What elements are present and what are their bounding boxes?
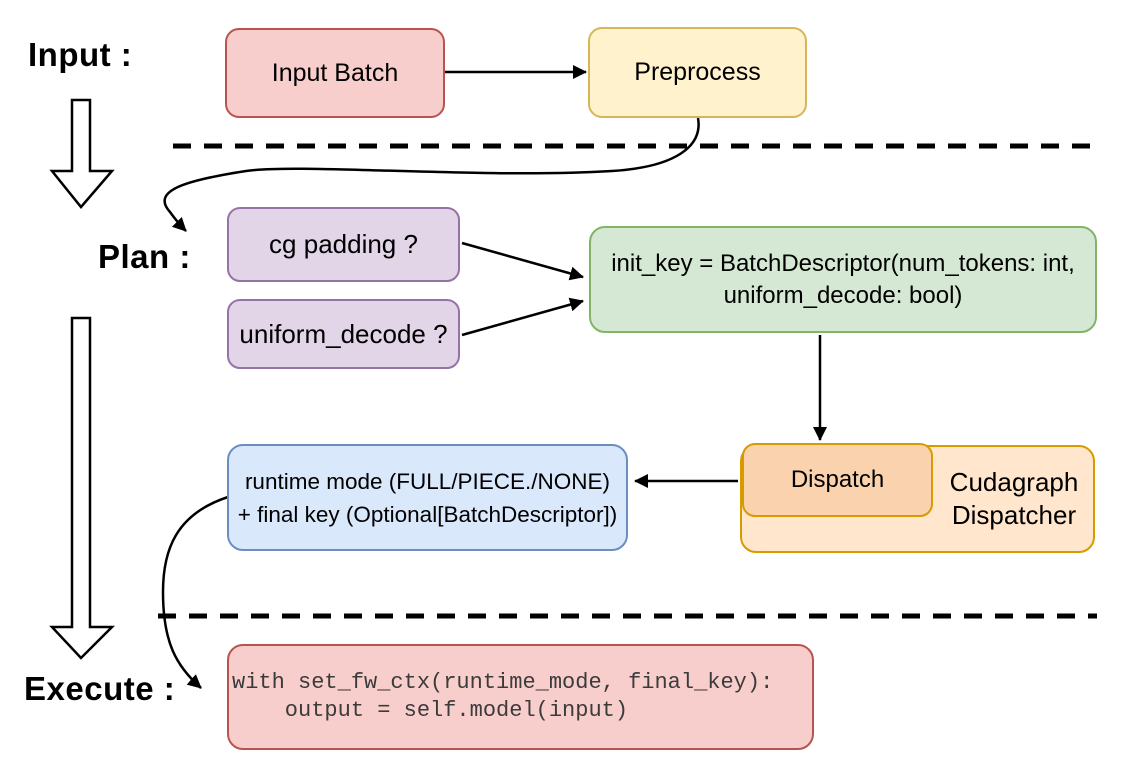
uniform-decode-label: uniform_decode ? [239,318,448,349]
execute-code-node: with set_fw_ctx(runtime_mode, final_key)… [227,644,814,750]
preprocess-node: Preprocess [588,27,807,118]
dispatch-node: Dispatch [742,443,933,517]
cg-padding-node: cg padding ? [227,207,460,282]
input-batch-node: Input Batch [225,28,445,118]
init-key-label-line2: uniform_decode: bool) [723,281,963,309]
plan-section-label: Plan : [98,238,191,275]
arrow-cg-padding-to-init-key [461,241,584,281]
plan-to-execute-arrow [49,316,116,660]
init-key-label-line1: init_key = BatchDescriptor(num_tokens: i… [611,249,1075,277]
input-batch-label: Input Batch [271,58,399,87]
arrow-preprocess-to-cg-padding [163,117,700,232]
execute-code-line2: output = self.model(input) [232,698,629,723]
init-key-node: init_key = BatchDescriptor(num_tokens: i… [589,226,1097,333]
runtime-mode-label-line2: + final key (Optional[BatchDescriptor]) [237,501,618,527]
input-to-plan-arrow [49,98,115,209]
preprocess-label: Preprocess [634,58,761,86]
arrow-runtime-mode-to-execute-code [161,495,229,689]
runtime-mode-node: runtime mode (FULL/PIECE./NONE) + final … [227,444,628,551]
execute-section-label: Execute : [24,670,176,707]
input-section-label: Input : [28,36,133,73]
arrow-uniform-decode-to-init-key [461,297,584,337]
cudagraph-dispatcher-label: Cudagraph Dispatcher [949,467,1079,530]
cg-padding-label: cg padding ? [269,229,418,259]
uniform-decode-node: uniform_decode ? [227,299,460,369]
runtime-mode-label-line1: runtime mode (FULL/PIECE./NONE) [244,468,611,494]
dispatch-label: Dispatch [790,466,885,493]
execute-code-line1: with set_fw_ctx(runtime_mode, final_key)… [232,670,774,695]
